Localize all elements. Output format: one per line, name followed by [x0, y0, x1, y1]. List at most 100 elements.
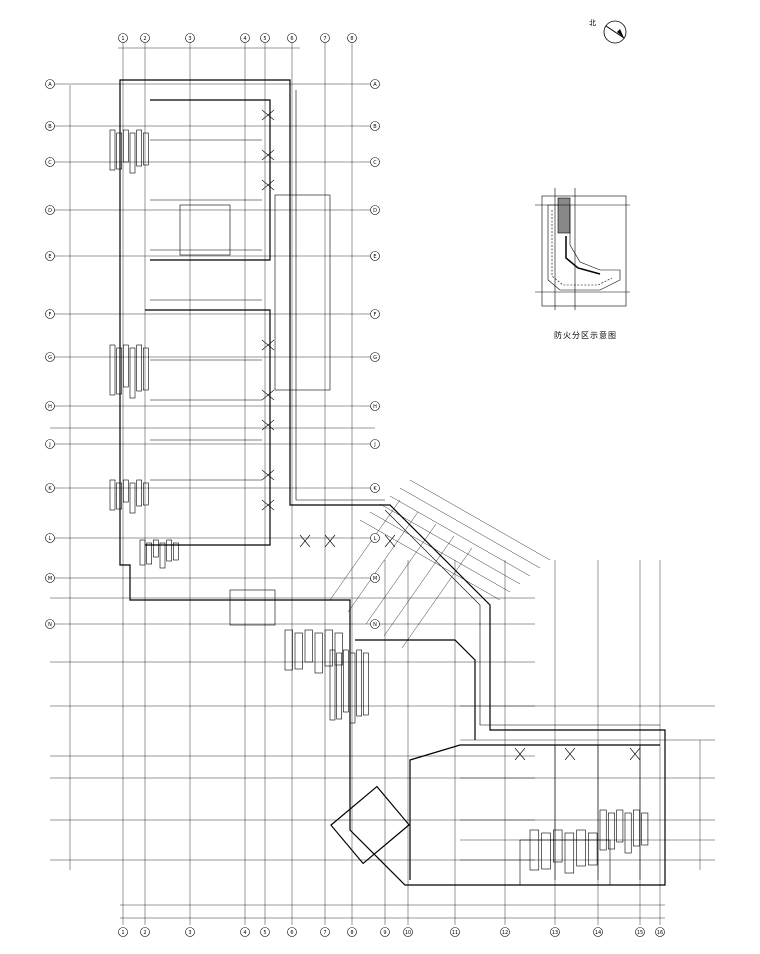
duct-element: [284, 629, 293, 671]
fire-door-icon: [564, 747, 576, 761]
fire-door-icon: [261, 179, 275, 191]
duct-element: [109, 479, 116, 511]
axis-bubble-right-text: L: [374, 536, 377, 542]
duct-element: [136, 344, 142, 392]
axis-bubble-left-text: H: [48, 404, 52, 410]
axis-bubble-left-text: E: [48, 254, 51, 260]
duct-element: [343, 649, 349, 713]
axis-bubble-left: [45, 619, 55, 629]
fire-door-icon: [261, 339, 275, 351]
duct-element: [139, 539, 146, 566]
axis-bubble-right-text: F: [374, 312, 377, 318]
axis-bubble-left-text: L: [49, 536, 52, 542]
duct-element: [143, 132, 149, 166]
axis-bubble-left: [45, 573, 55, 583]
axis-bubble-left: [45, 157, 55, 167]
fire-door-icon: [261, 419, 275, 431]
fire-door-icon: [299, 534, 311, 548]
axis-bubble-bottom: [320, 927, 330, 937]
axis-bubble-bottom: [500, 927, 510, 937]
axis-bubble-right: [370, 352, 380, 362]
axis-bubble-top-text: 7: [323, 36, 326, 42]
axis-bubble-right: [370, 121, 380, 131]
duct-element: [116, 132, 122, 170]
axis-bubble-bottom: [635, 927, 645, 937]
axis-bubble-right-text: B: [373, 124, 377, 130]
axis-bubble-right-text: E: [373, 254, 376, 260]
corridor-wall: [384, 509, 660, 726]
axis-bubble-left: [45, 309, 55, 319]
duct-element: [553, 829, 563, 863]
axis-bubble-bottom-text: 5: [263, 930, 266, 936]
axis-bubble-bottom-text: 9: [383, 930, 386, 936]
axis-bubble-left: [45, 483, 55, 493]
axis-bubble-bottom: [287, 927, 297, 937]
duct-element: [349, 652, 356, 724]
duct-element: [109, 129, 116, 171]
axis-bubble-left-text: N: [48, 622, 52, 628]
grid-line-diagonal: [365, 523, 437, 625]
axis-bubble-right-text: M: [373, 576, 377, 582]
axis-bubble-bottom: [140, 927, 150, 937]
duct-element: [334, 632, 343, 666]
axis-bubble-right-text: G: [373, 355, 377, 361]
duct-element: [109, 344, 116, 396]
axis-bubble-right: [370, 205, 380, 215]
axis-bubble-left-text: A: [48, 82, 52, 88]
grid-line-diagonal: [389, 495, 531, 577]
axis-bubble-bottom-text: 14: [595, 930, 601, 936]
duct-element: [159, 542, 166, 569]
fire-door-icon: [261, 499, 275, 511]
fire-door-icon: [384, 534, 396, 548]
axis-bubble-right: [370, 157, 380, 167]
duct-element: [608, 812, 615, 850]
axis-bubble-left: [45, 439, 55, 449]
grid-line-diagonal: [401, 547, 473, 649]
duct-element: [356, 649, 362, 717]
north-label: 北: [589, 19, 596, 27]
axis-bubble-left-text: F: [49, 312, 52, 318]
fire-door-icon: [261, 149, 275, 161]
axis-bubble-bottom-text: 2: [143, 930, 146, 936]
axis-bubble-top: [140, 33, 150, 43]
duct-element: [324, 629, 333, 667]
axis-bubble-bottom-text: 4: [243, 930, 246, 936]
duct-element: [624, 812, 632, 854]
duct-element: [173, 542, 179, 561]
duct-element: [294, 632, 303, 670]
duct-element: [143, 347, 149, 391]
axis-bubble-bottom-text: 6: [290, 930, 293, 936]
axis-bubble-bottom: [655, 927, 665, 937]
building-walls: [119, 79, 666, 886]
duct-element: [123, 344, 129, 388]
axis-bubble-bottom: [347, 927, 357, 937]
duct-element: [599, 809, 607, 851]
axis-bubble-left: [45, 251, 55, 261]
axis-bubble-right-text: J: [373, 442, 375, 448]
corridor-wall: [295, 90, 385, 501]
axis-bubble-left: [45, 401, 55, 411]
axis-bubble-top: [240, 33, 250, 43]
duct-element: [146, 542, 152, 565]
axis-bubble-right-text: C: [373, 160, 377, 166]
duct-element: [314, 632, 323, 674]
axis-bubble-top: [185, 33, 195, 43]
duct-element: [129, 132, 136, 174]
axis-bubble-bottom-text: 13: [552, 930, 558, 936]
axis-bubble-bottom-text: 11: [452, 930, 458, 936]
grid-line-diagonal: [383, 535, 455, 637]
axis-bubble-left: [45, 205, 55, 215]
duct-element: [153, 539, 159, 558]
duct-element: [136, 479, 142, 507]
axis-bubble-left-text: G: [48, 355, 52, 361]
axis-bubble-top: [347, 33, 357, 43]
duct-element: [363, 652, 369, 716]
axis-bubble-bottom: [185, 927, 195, 937]
axis-bubble-left-text: M: [48, 576, 52, 582]
fire-door-icon: [261, 109, 275, 121]
axis-bubble-right: [370, 79, 380, 89]
axis-bubble-right: [370, 483, 380, 493]
axis-bubble-right-text: A: [373, 82, 377, 88]
